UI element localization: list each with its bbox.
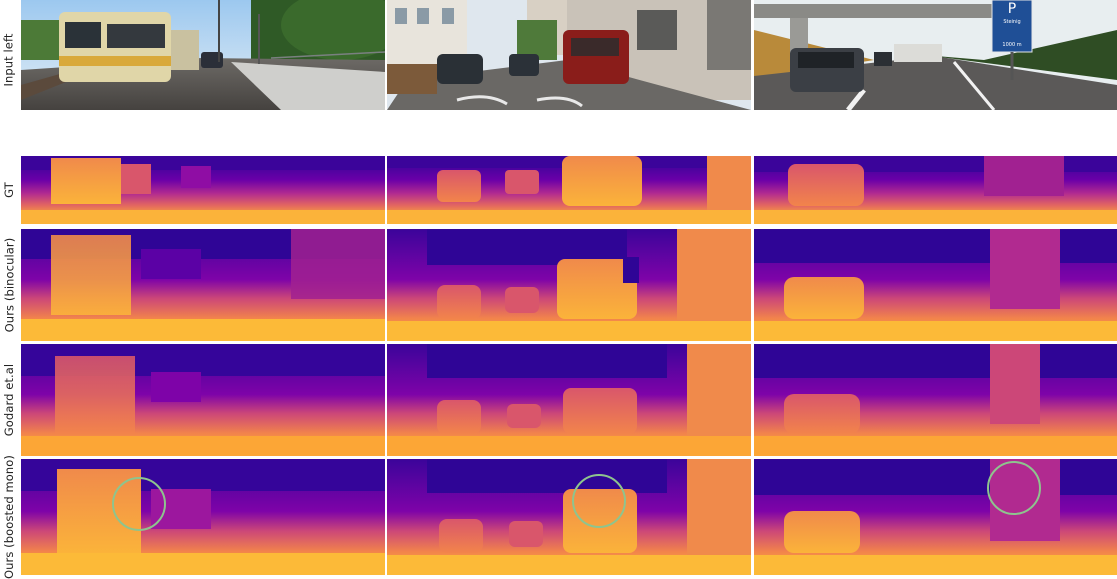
binocular-depth-2 [387,229,751,341]
row-label-input-left: Input left [2,33,16,87]
gt-depth-2 [387,156,751,224]
row-label-godard: Godard et.al [2,363,16,437]
highlight-circle-1 [112,477,166,531]
highlight-circle-2 [572,474,626,528]
row-label-gt: GT [1,182,16,198]
boosted-mono-depth-3 [754,459,1117,575]
gt-depth-1 [21,156,385,224]
input-photo-street [387,0,751,110]
boosted-mono-depth-1 [21,459,385,575]
godard-depth-3 [754,344,1117,456]
binocular-depth-3 [754,229,1117,341]
godard-depth-2 [387,344,751,456]
input-photo-tram [21,0,385,110]
parking-sign-letter: P [1007,1,1017,17]
row-label-ours-boosted-mono: Ours (boosted mono) [2,454,16,579]
input-photo-highway: P Steinig 1000 m [754,0,1117,110]
godard-depth-1 [21,344,385,456]
gt-depth-3 [754,156,1117,224]
highlight-circle-3 [987,461,1041,515]
boosted-mono-depth-2 [387,459,751,575]
row-label-ours-binocular: Ours (binocular) [2,237,17,333]
parking-sign-line2: 1000 m [1002,42,1022,48]
binocular-depth-1 [21,229,385,341]
parking-sign-line1: Steinig [1003,19,1021,25]
